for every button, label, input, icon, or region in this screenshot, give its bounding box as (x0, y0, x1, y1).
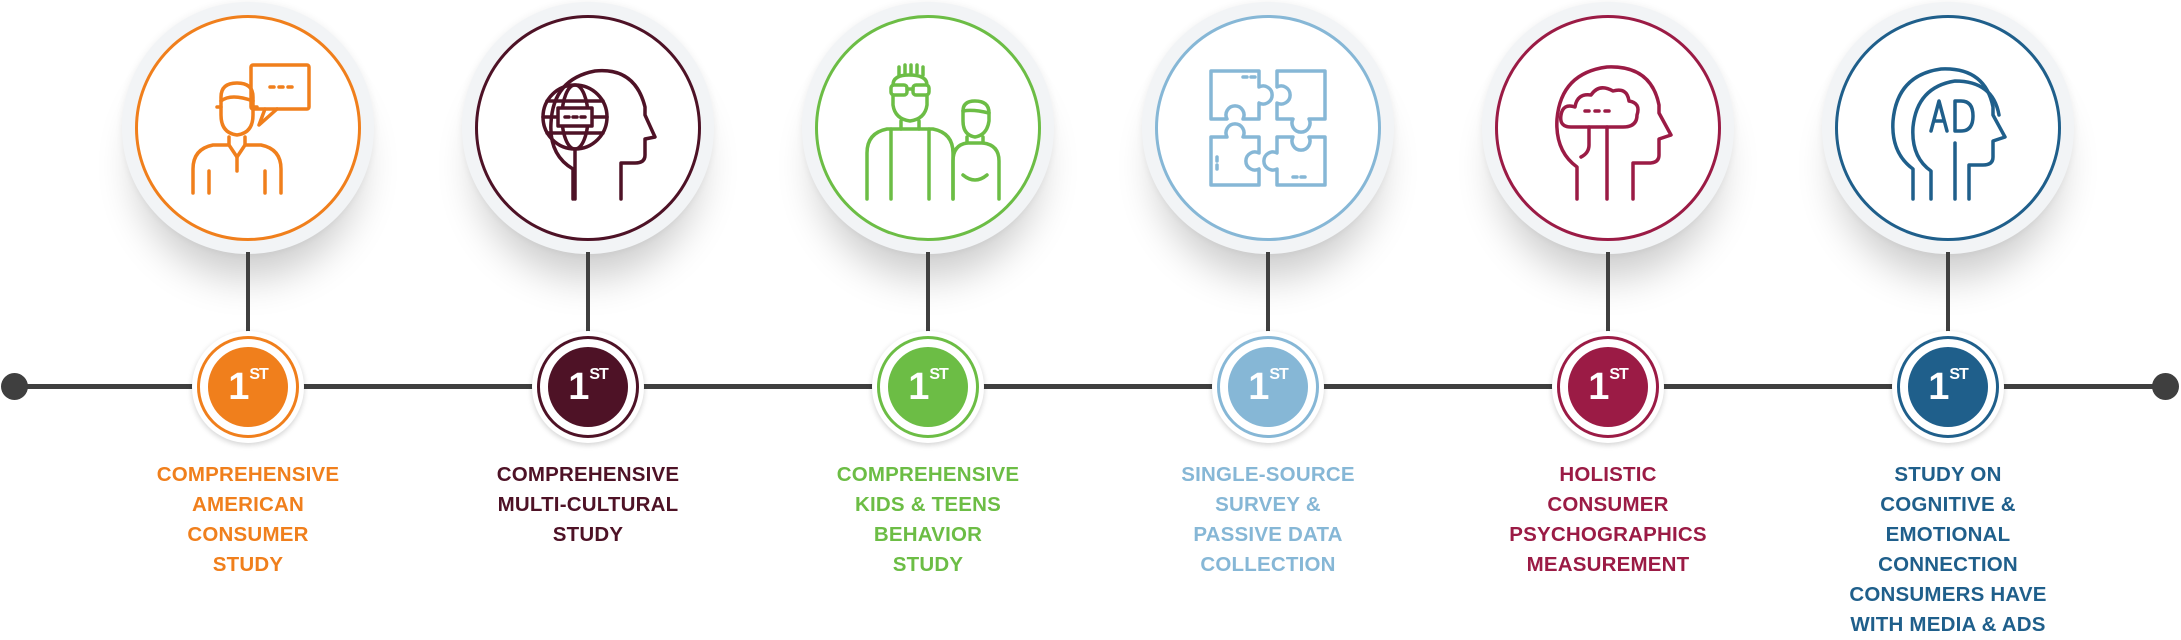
icon-circle (122, 2, 374, 254)
icon-circle (802, 2, 1054, 254)
badge-number: 1 (1928, 365, 1949, 408)
label-line: CONNECTION (1878, 553, 2018, 576)
puzzle-icon (1209, 69, 1327, 187)
badge-number: 1 (1248, 365, 1269, 408)
label-line: CONSUMER (187, 523, 309, 546)
icon-circle (462, 2, 714, 254)
label-line: SINGLE-SOURCE (1181, 463, 1355, 486)
label-line: STUDY (552, 523, 624, 546)
connector-stem (1946, 252, 1950, 334)
label-line: COMPREHENSIVE (836, 463, 1020, 486)
label-line: WITH MEDIA & ADS (1850, 613, 2046, 636)
icon-circle (1142, 2, 1394, 254)
badge-suffix: ST (1609, 366, 1628, 383)
step-label: HOLISTIC CONSUMER PSYCHOGRAPHICS MEASURE… (1438, 460, 1778, 580)
badge-suffix: ST (1949, 366, 1968, 383)
badge-suffix: ST (1269, 366, 1288, 383)
label-line: PSYCHOGRAPHICS (1509, 523, 1707, 546)
label-line: STUDY (212, 553, 284, 576)
badge-number: 1 (228, 365, 249, 408)
icon-ring (475, 15, 701, 241)
connector-stem (246, 252, 250, 334)
kids-teens-icon (865, 63, 1001, 201)
label-line: CONSUMERS HAVE (1849, 583, 2047, 606)
connector-stem (1266, 252, 1270, 334)
label-line: CONSUMER (1547, 493, 1669, 516)
connector-stem (586, 252, 590, 334)
icon-ring (1155, 15, 1381, 241)
thought-cloud-head-icon (1555, 65, 1673, 201)
step-label: COMPREHENSIVE AMERICAN CONSUMER STUDY (78, 460, 418, 580)
icon-ring (1835, 15, 2061, 241)
timeline-start-dot (1, 373, 28, 400)
step-label: COMPREHENSIVE KIDS & TEENS BEHAVIOR STUD… (758, 460, 1098, 580)
badge-suffix: ST (929, 366, 948, 383)
step-label: STUDY ON COGNITIVE & EMOTIONAL CONNECTIO… (1778, 460, 2118, 640)
icon-ring (135, 15, 361, 241)
label-line: COMPREHENSIVE (496, 463, 680, 486)
label-line: KIDS & TEENS (855, 493, 1001, 516)
globe-head-icon (541, 68, 657, 201)
label-line: STUDY ON (1894, 463, 2002, 486)
icon-circle (1482, 2, 1734, 254)
timeline-line (14, 384, 2167, 389)
label-line: AMERICAN (191, 493, 305, 516)
step-label: COMPREHENSIVE MULTI-CULTURAL STUDY (418, 460, 758, 550)
badge-suffix: ST (589, 366, 608, 383)
label-line: SURVEY & (1215, 493, 1321, 516)
badge-number: 1 (1588, 365, 1609, 408)
badge-number: 1 (568, 365, 589, 408)
label-line: COGNITIVE & (1880, 493, 2016, 516)
label-line: MEASUREMENT (1526, 553, 1690, 576)
consumer-speech-bubble-icon (191, 63, 311, 195)
label-line: COMPREHENSIVE (156, 463, 340, 486)
badge-number: 1 (908, 365, 929, 408)
label-line: EMOTIONAL (1885, 523, 2011, 546)
connector-stem (1606, 252, 1610, 334)
ad-heads-icon (1891, 67, 2007, 201)
connector-stem (926, 252, 930, 334)
label-line: STUDY (892, 553, 964, 576)
icon-ring (1495, 15, 1721, 241)
label-line: HOLISTIC (1559, 463, 1657, 486)
icon-circle (1822, 2, 2074, 254)
step-label: SINGLE-SOURCE SURVEY & PASSIVE DATA COLL… (1098, 460, 1438, 580)
label-line: COLLECTION (1200, 553, 1336, 576)
timeline-end-dot (2152, 373, 2179, 400)
badge-suffix: ST (249, 366, 268, 383)
label-line: BEHAVIOR (873, 523, 983, 546)
icon-ring (815, 15, 1041, 241)
label-line: PASSIVE DATA (1193, 523, 1343, 546)
label-line: MULTI-CULTURAL (497, 493, 679, 516)
